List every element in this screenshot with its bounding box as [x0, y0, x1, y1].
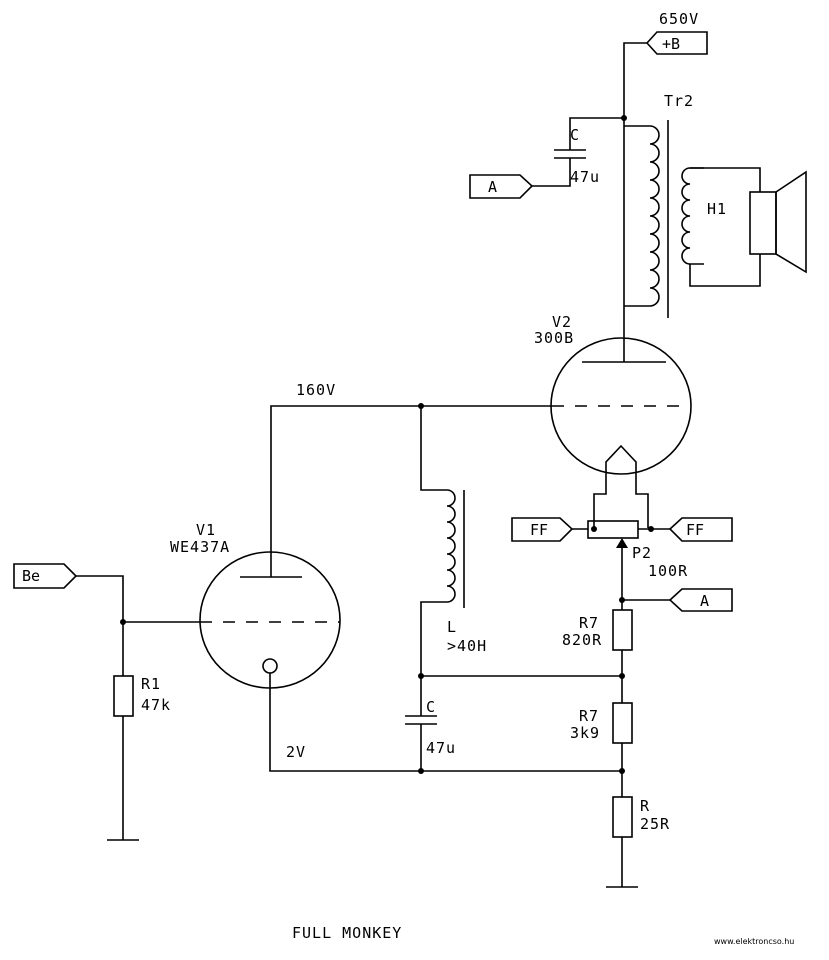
- v1-cathode-wire: [269, 673, 622, 772]
- r7b-name: R7: [579, 707, 599, 725]
- filament-port-right: FF: [668, 517, 733, 542]
- supply-wire: [623, 42, 647, 318]
- feedback-port-bottom: A: [668, 588, 733, 612]
- v1-name: V1: [196, 521, 216, 539]
- supply-voltage-label: 650V: [659, 10, 699, 28]
- r7a-name: R7: [579, 614, 599, 632]
- r7b-value: 3k9: [570, 724, 600, 742]
- r-bottom-value: 25R: [640, 815, 670, 833]
- tr2-primary: [624, 125, 660, 307]
- feedback-port-top: A: [469, 174, 534, 199]
- c-top-wire: [532, 117, 624, 187]
- supply-port-label: +B: [662, 35, 680, 53]
- v1-plate-rail: [270, 405, 552, 577]
- feedback-port-top-label: A: [488, 178, 497, 196]
- choke-value: >40H: [447, 637, 487, 655]
- v2-type: 300B: [534, 329, 574, 347]
- r1-value: 47k: [141, 696, 171, 714]
- c-top-name: C: [570, 126, 580, 144]
- r7a-body: [612, 609, 633, 651]
- choke-l: [420, 406, 456, 716]
- p2-name: P2: [632, 544, 652, 562]
- c-bottom-value: 47u: [426, 739, 456, 757]
- v2-tube: [550, 318, 692, 528]
- filament-port-left: FF: [511, 517, 574, 542]
- feedback-port-bottom-label: A: [700, 592, 709, 610]
- speaker-icon: [749, 170, 807, 274]
- supply-port: +B: [645, 31, 708, 55]
- watermark: www.elektroncso.hu: [714, 937, 794, 946]
- filament-port-left-label: FF: [530, 521, 548, 539]
- r-bottom-body: [612, 796, 633, 838]
- r7a-value: 820R: [562, 631, 602, 649]
- v1-tube: [199, 551, 341, 689]
- schematic-title: FULL MONKEY: [292, 924, 402, 942]
- p2-wiper-arrow: [616, 538, 628, 548]
- r1-body: [113, 675, 134, 717]
- filament-junction-left: [591, 526, 597, 532]
- choke-name: L: [447, 618, 457, 636]
- plate-voltage-label: 160V: [296, 381, 336, 399]
- input-junction: [120, 619, 126, 625]
- cathode-voltage-label: 2V: [286, 743, 306, 761]
- input-port-label: Be: [22, 567, 40, 585]
- input-port: Be: [13, 563, 78, 589]
- p2-value: 100R: [648, 562, 688, 580]
- v1-type: WE437A: [170, 538, 230, 556]
- c-bottom-name: C: [426, 698, 436, 716]
- r7b-body: [612, 702, 633, 744]
- v2-name: V2: [552, 313, 572, 331]
- speaker-wire: [689, 167, 761, 287]
- r1-name: R1: [141, 675, 161, 693]
- c-top-value: 47u: [570, 168, 600, 186]
- h1-label: H1: [707, 200, 727, 218]
- input-wire: [76, 575, 200, 840]
- tr2-secondary: [681, 167, 704, 265]
- r-bottom-name: R: [640, 797, 650, 815]
- tr2-label: Tr2: [664, 92, 694, 110]
- filament-port-right-label: FF: [686, 521, 704, 539]
